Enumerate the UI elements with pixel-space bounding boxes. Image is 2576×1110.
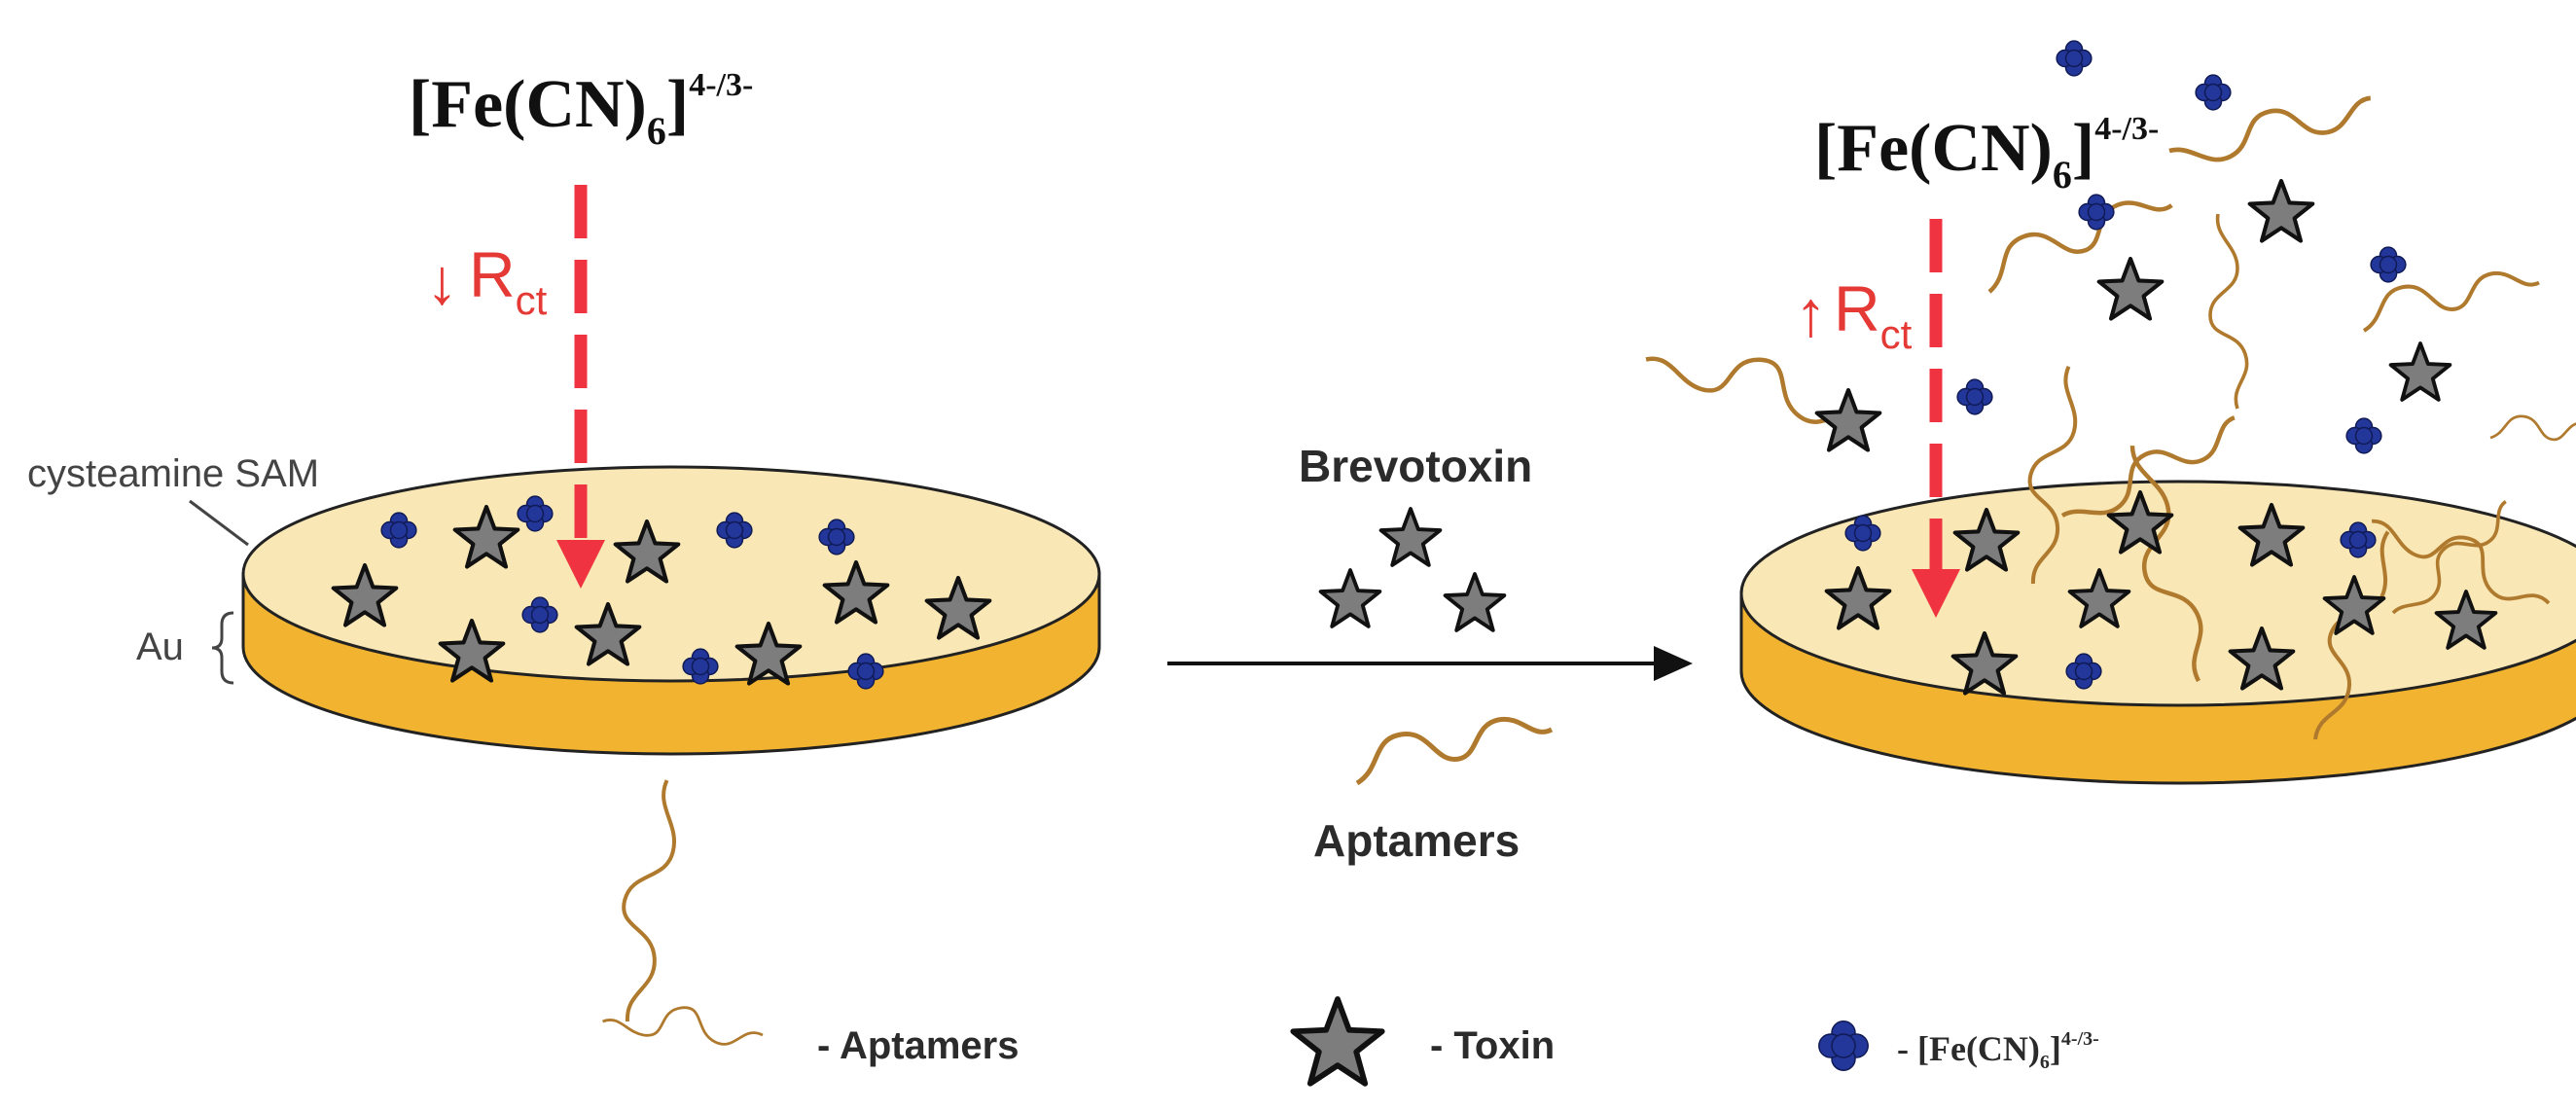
left-electrode [241,465,1101,756]
aptamer-icon [2488,399,2576,470]
legend-toxin-label: - Toxin [1430,1024,1555,1067]
right-formula: [Fe(CN)6]4-/3- [1814,111,2159,197]
left-rct-arrow-icon: ↓ [426,245,458,317]
ferrocyanide-icon [2065,653,2102,690]
toxin-star-icon [2434,590,2498,650]
ferrocyanide-icon [380,512,417,549]
right-toxin-group [1814,178,2498,696]
toxin-star-icon [822,559,890,625]
ferrocyanide-icon [2056,40,2093,77]
toxin-star-icon [1824,565,1892,630]
ferrocyanide-icon [2370,246,2407,283]
legend: - Aptamers - Toxin - [Fe(CN)6]4-/3- [592,775,2099,1087]
left-formula: [Fe(CN)6]4-/3- [409,67,753,153]
left-rct-label: Rct [469,238,548,323]
toxin-star-icon [613,519,681,584]
toxin-star-icon [331,562,399,627]
left-disc-top [241,465,1101,683]
right-red-arrow [1912,219,1960,618]
ferrocyanide-icon [1956,378,1993,415]
ferrocyanide-icon [2345,417,2382,454]
ferrocyanide-icon [847,653,884,690]
right-rct-label: Rct [1834,272,1913,357]
toxin-star-icon [1814,387,1882,452]
left-ferrocyanide-group [380,495,884,690]
right-rct-arrow-icon: ↑ [1795,277,1827,349]
ferrocyanide-icon [1818,1020,1869,1071]
legend-ferrocyanide-label: - [Fe(CN)6]4-/3- [1897,1028,2099,1073]
ferrocyanide-icon [2078,194,2115,231]
toxin-star-icon [2067,568,2131,628]
aptamer-icon [2208,212,2249,411]
toxin-star-icon [574,601,642,666]
ferrocyanide-icon [2195,74,2232,111]
left-toxin-group [331,504,992,686]
toxin-star-icon [2106,489,2174,555]
ferrocyanide-icon [818,519,855,555]
middle-aptamer-icon [1357,719,1552,783]
toxin-star-icon [2322,575,2386,635]
middle-toxin-group [1318,507,1507,632]
aptamers-label: Aptamers [1313,815,1520,866]
toxin-star-icon [1318,568,1382,628]
brevotoxin-label: Brevotoxin [1299,441,1532,491]
ferrocyanide-icon [682,648,719,685]
ferrocyanide-icon [716,512,753,549]
ferrocyanide-icon [521,596,558,633]
reaction-arrow [1167,646,1693,681]
toxin-star-icon [734,621,803,686]
toxin-star-icon [924,575,992,640]
toxin-star-icon [1378,507,1443,567]
aptamer-icon [2169,65,2371,184]
au-brace [211,611,234,685]
left-red-arrow [556,185,605,589]
toxin-star-icon [1290,996,1385,1087]
toxin-star-icon [452,504,520,569]
toxin-star-icon [1443,572,1507,632]
sam-label: cysteamine SAM [27,452,319,495]
ferrocyanide-icon [2340,521,2377,558]
legend-aptamer-icon [592,775,704,1027]
toxin-star-icon [2228,626,2296,691]
ferrocyanide-icon [1844,515,1881,552]
legend-aptamers-label: - Aptamers [817,1024,1019,1067]
toxin-star-icon [2237,502,2306,567]
legend-ferrocyanide-icon [1818,1020,1869,1071]
toxin-star-icon [2388,341,2452,402]
toxin-star-icon [2096,256,2165,321]
toxin-star-icon [2247,178,2315,243]
au-label: Au [136,626,184,668]
ferrocyanide-icon [517,495,554,532]
sam-leader-line [189,499,249,547]
legend-toxin-icon [1290,996,1385,1087]
toxin-star-icon [1950,630,2019,696]
toxin-star-icon [1952,507,2021,572]
right-ferrocyanide-group [1844,40,2407,690]
toxin-star-icon [438,618,506,683]
